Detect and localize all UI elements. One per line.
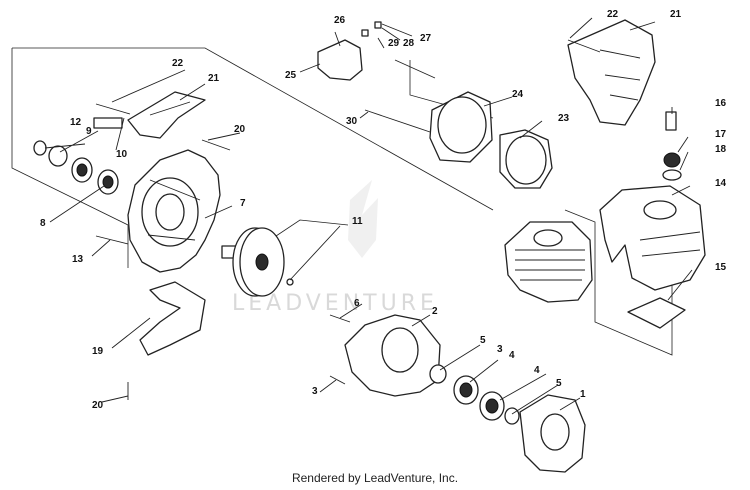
callout-15: 15 xyxy=(715,262,727,273)
callout-22a: 22 xyxy=(172,58,184,69)
callout-19: 19 xyxy=(92,346,104,357)
crankshaft-bearings xyxy=(429,364,520,425)
clamp-assembly xyxy=(317,21,382,81)
crankcase-half-left xyxy=(344,314,441,397)
callout-4a: 4 xyxy=(509,350,515,361)
callout-23: 23 xyxy=(558,113,570,124)
callout-25: 25 xyxy=(285,70,297,81)
callout-11: 11 xyxy=(352,216,363,227)
callout-24: 24 xyxy=(512,89,524,100)
assembly-group-lines xyxy=(11,47,673,356)
callout-26: 26 xyxy=(334,15,346,26)
callout-17: 17 xyxy=(715,129,727,140)
screws xyxy=(95,39,601,400)
callout-3b: 3 xyxy=(497,344,503,355)
callout-20b: 20 xyxy=(92,400,104,411)
callout-16: 16 xyxy=(715,98,727,109)
bearing-set xyxy=(33,140,119,195)
callout-3a: 3 xyxy=(312,386,318,397)
callout-18: 18 xyxy=(715,144,727,155)
callout-8: 8 xyxy=(40,218,46,229)
callout-14: 14 xyxy=(715,178,727,189)
shim-plate xyxy=(93,117,123,129)
callout-5b: 5 xyxy=(556,378,562,389)
callout-27: 27 xyxy=(420,33,432,44)
crankcase-half-right xyxy=(519,394,586,473)
callout-7: 7 xyxy=(240,198,246,209)
callout-2: 2 xyxy=(432,306,438,317)
callout-9: 9 xyxy=(86,126,92,137)
callout-12: 12 xyxy=(70,117,82,128)
cylinder-cover xyxy=(599,185,706,291)
engine-cylinder xyxy=(504,221,593,303)
housing-cover-plate xyxy=(127,91,206,139)
flywheel-fan xyxy=(221,227,294,297)
blower-housing xyxy=(127,149,221,273)
callout-28: 28 xyxy=(403,38,415,49)
carburetor-adapter xyxy=(499,129,553,189)
air-filter-housing xyxy=(429,91,493,163)
top-shroud xyxy=(567,19,656,126)
callout-10: 10 xyxy=(116,149,128,160)
callout-20a: 20 xyxy=(234,124,246,135)
callout-21a: 21 xyxy=(208,73,220,84)
callout-13: 13 xyxy=(72,254,84,265)
rendered-by-footer: Rendered by LeadVenture, Inc. xyxy=(291,471,459,485)
callout-29: 29 xyxy=(388,38,400,49)
callout-30: 30 xyxy=(346,116,358,127)
callout-leader-lines xyxy=(44,17,693,415)
cap-hardware xyxy=(662,111,682,181)
callout-1: 1 xyxy=(580,389,586,400)
callout-21b: 21 xyxy=(670,9,682,20)
callout-22b: 22 xyxy=(607,9,619,20)
callout-6: 6 xyxy=(354,298,360,309)
leadventure-watermark-logo xyxy=(348,180,378,258)
callout-numbers: 1 2 3 3 4 4 5 5 6 7 8 9 10 11 12 13 14 1… xyxy=(40,9,727,411)
callout-4b: 4 xyxy=(534,365,540,376)
callout-5a: 5 xyxy=(480,335,486,346)
handle xyxy=(139,281,206,356)
gasket-plate xyxy=(627,297,686,329)
